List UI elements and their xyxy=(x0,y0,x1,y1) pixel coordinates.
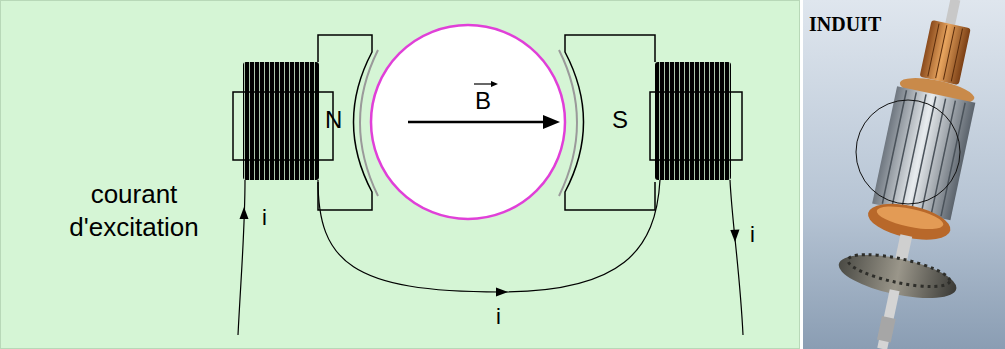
armature-picture xyxy=(823,0,1005,349)
shaft xyxy=(877,289,899,349)
field-arrow xyxy=(408,121,546,124)
pole-letter: N xyxy=(325,106,342,134)
photo-title: INDUIT xyxy=(809,13,881,36)
current-arrow xyxy=(496,288,508,297)
pole-piece xyxy=(318,35,372,210)
slot xyxy=(902,94,926,207)
pole-piece xyxy=(565,35,655,210)
slot xyxy=(921,99,945,212)
wire xyxy=(318,180,660,292)
field-coil xyxy=(243,62,319,180)
rotor-circle xyxy=(371,25,565,219)
coil-caption: courant d'excitation xyxy=(38,178,230,243)
current-arrow xyxy=(730,230,739,242)
fan-blades xyxy=(845,248,952,293)
winding-head xyxy=(875,202,945,234)
current-label: i xyxy=(750,222,755,248)
slot xyxy=(941,103,965,216)
field-symbol: B xyxy=(475,87,491,115)
photo-background xyxy=(803,0,1005,349)
current-arrow xyxy=(240,207,249,219)
rotor-node: B xyxy=(371,25,565,219)
field-coil xyxy=(655,62,731,180)
commutator xyxy=(920,20,971,85)
panel-background xyxy=(0,0,800,349)
current-label: i xyxy=(262,205,267,231)
slot xyxy=(931,101,955,214)
slot xyxy=(892,92,916,205)
arrow-head xyxy=(543,115,560,129)
wire xyxy=(238,180,245,335)
commutator-bar xyxy=(951,29,962,82)
arrow-head xyxy=(491,81,498,87)
slot xyxy=(882,90,906,203)
pinion xyxy=(877,316,896,342)
current-label: i xyxy=(496,304,501,330)
panel-border xyxy=(1,1,800,349)
pole-letter: S xyxy=(612,106,628,134)
highlight-circle xyxy=(856,100,960,204)
slot xyxy=(912,97,936,210)
wire xyxy=(730,180,743,335)
